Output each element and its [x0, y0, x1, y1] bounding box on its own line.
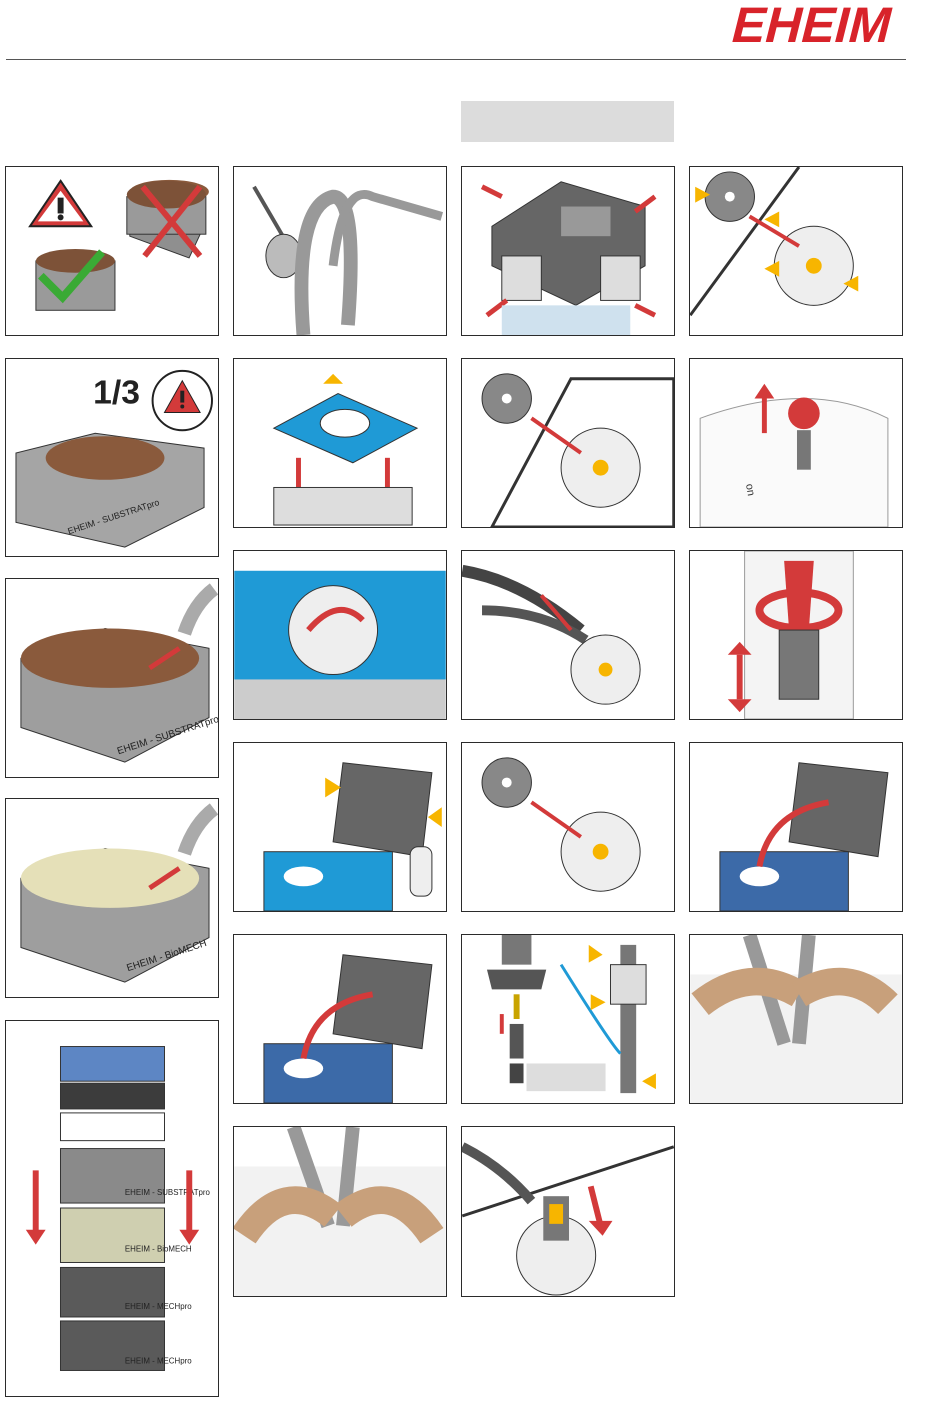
basket-right	[36, 249, 115, 310]
panel-impeller-red	[689, 550, 903, 720]
header-rule	[6, 59, 906, 60]
panel-warning-baskets	[5, 166, 219, 336]
eheim-logo: EHEIM	[727, 2, 905, 46]
panel-stack-baskets: EHEIM - SUBSTRATpro EHEIM - BioMECH EHEI…	[5, 1020, 219, 1397]
panel-hands-hoses-right	[689, 934, 903, 1104]
svg-text:EHEIM - BioMECH: EHEIM - BioMECH	[125, 1245, 192, 1254]
panel-blue-lid-turn	[233, 550, 447, 720]
panel-pour-substrat: EHEIM - SUBSTRATpro	[5, 578, 219, 778]
section-label-bar	[461, 101, 674, 142]
logo-text: EHEIM	[727, 2, 899, 46]
panel-remove-cover	[461, 358, 675, 528]
panel-place-lid-right	[689, 742, 903, 912]
panel-insert-impeller	[461, 1126, 675, 1297]
panel-cleaning-brush	[233, 166, 447, 336]
panel-open-clips	[461, 166, 675, 336]
panel-impeller-housing	[689, 166, 903, 336]
panel-remove-impeller-cover	[461, 742, 675, 912]
panel-impeller-parts	[461, 934, 675, 1104]
panel-pliers	[461, 550, 675, 720]
panel-impeller-lift: on	[689, 358, 903, 528]
panel-fill-one-third: 1/3 EHEIM - SUBSTRATpro	[5, 358, 219, 557]
svg-text:EHEIM - SUBSTRATpro: EHEIM - SUBSTRATpro	[125, 1188, 211, 1197]
panel-pour-biomech: EHEIM - BioMECH	[5, 798, 219, 998]
on-label: on	[743, 483, 757, 497]
fraction-label: 1/3	[93, 375, 140, 412]
panel-lubricate-seal	[233, 742, 447, 912]
svg-text:EHEIM - MECHpro: EHEIM - MECHpro	[125, 1357, 192, 1366]
panel-place-lid	[233, 934, 447, 1104]
panel-hands-hoses	[233, 1126, 447, 1297]
warning-icon	[30, 181, 91, 226]
svg-text:EHEIM - MECHpro: EHEIM - MECHpro	[125, 1302, 192, 1311]
panel-lift-lid	[233, 358, 447, 528]
